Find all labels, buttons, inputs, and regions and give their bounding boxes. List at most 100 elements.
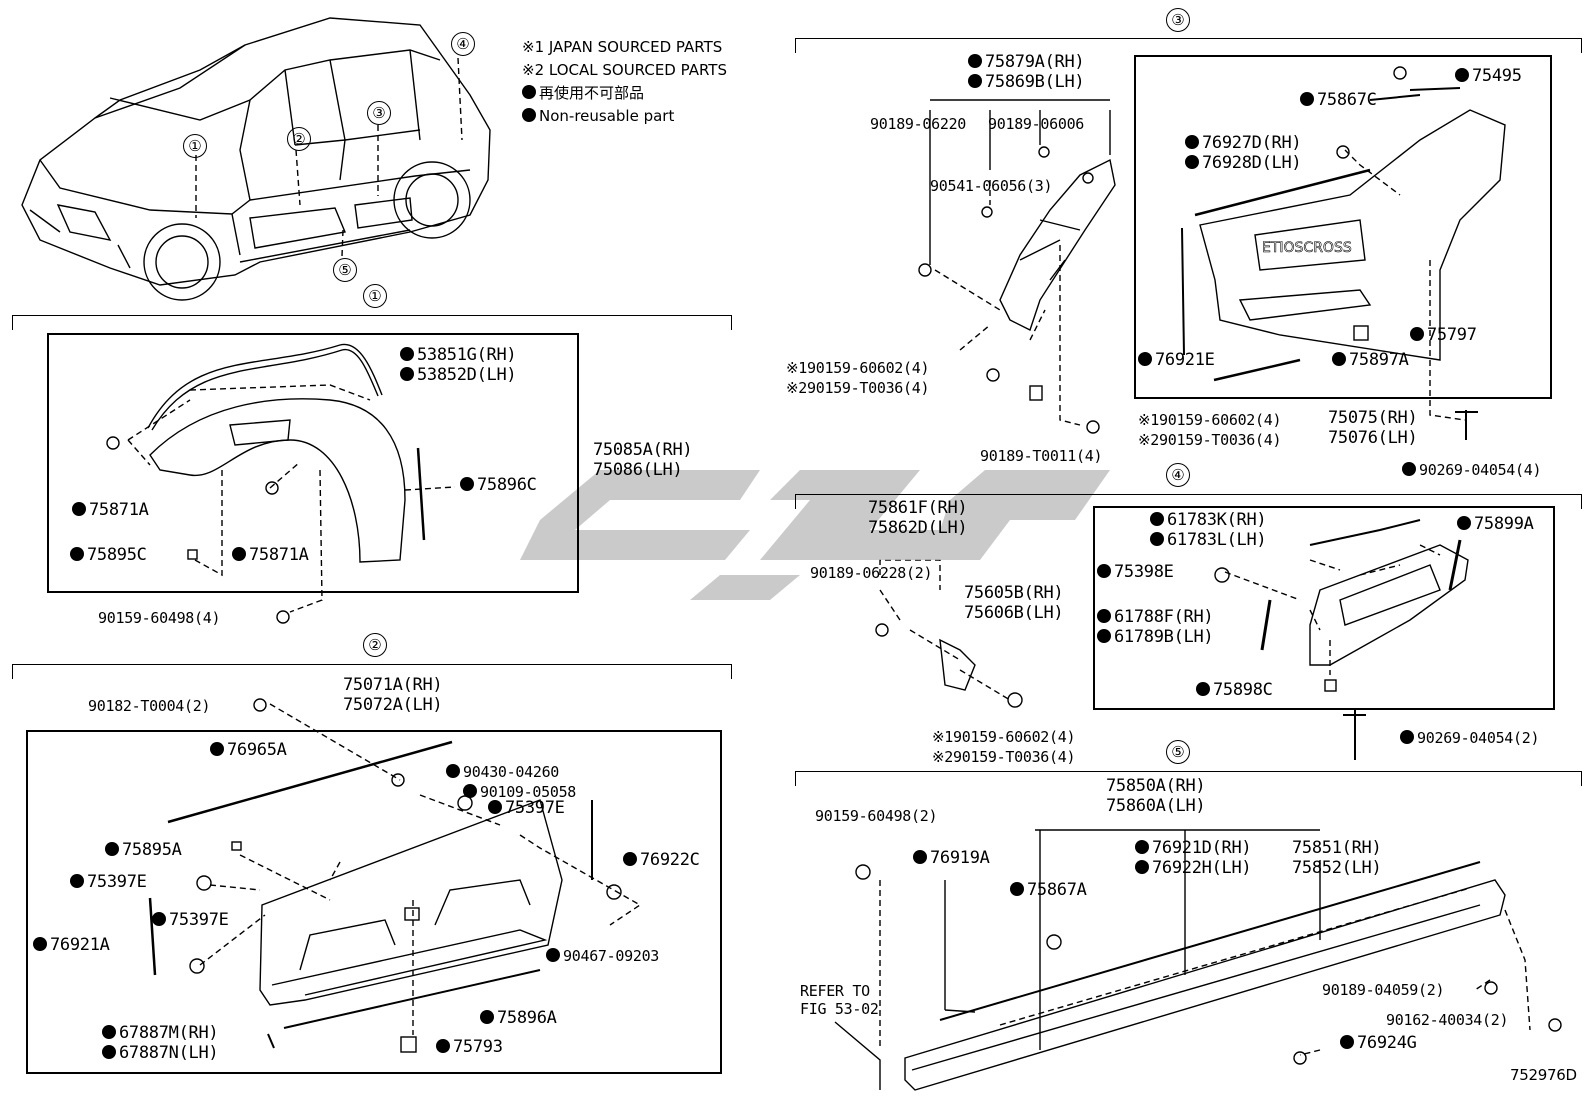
part-76922C[interactable]: 76922C [623,850,700,870]
car-callout-4[interactable]: ④ [451,32,475,56]
part-75867C[interactable]: 75867C [1300,90,1377,110]
car-callout-2[interactable]: ② [287,127,311,151]
part-75397E[interactable]: 75397E [488,798,565,818]
part-53852D[interactable]: 53852D(LH) [400,365,517,385]
part-75605B[interactable]: 75605B(RH) [964,583,1064,603]
figure-id: 752976D [1510,1066,1577,1084]
part-75076[interactable]: 75076(LH) [1328,428,1418,448]
section1-bracket [12,315,732,330]
part-75072A[interactable]: 75072A(LH) [343,695,443,715]
part-75086[interactable]: 75086(LH) [593,460,683,480]
section2-box [26,730,722,1074]
refer-line1: REFER TO [800,982,870,1000]
part-75850A[interactable]: 75850A(RH) [1106,776,1206,796]
part-90189-04059[interactable]: 90189-04059(2) [1322,981,1445,999]
part-90159-60498[interactable]: 90159-60498(4) [98,609,221,627]
section-marker-4: ④ [1166,463,1190,487]
car-callout-1[interactable]: ① [183,134,207,158]
part-75793[interactable]: 75793 [436,1037,503,1057]
watermark-logo [520,470,1110,600]
part-75860A[interactable]: 75860A(LH) [1106,796,1206,816]
part-90467-09203[interactable]: 90467-09203 [546,946,659,966]
part-90189-06228[interactable]: 90189-06228(2) [810,564,933,582]
part-76919A[interactable]: 76919A [913,848,990,868]
part-90182-T0004[interactable]: 90182-T0004(2) [88,697,211,715]
part-76921E[interactable]: 76921E [1138,350,1215,370]
part-90109-05058[interactable]: 90109-05058 [463,782,576,802]
part-76921A[interactable]: 76921A [33,935,110,955]
part-75879A[interactable]: 75879A(RH) [968,52,1085,72]
section2-bracket [12,664,732,679]
refer-to-figure[interactable]: REFER TO FIG 53-02 [800,982,879,1018]
section4-artwork [875,519,1469,760]
part-75397E-2[interactable]: 75397E [70,872,147,892]
part-61783K[interactable]: 61783K(RH) [1150,510,1267,530]
part-75896C[interactable]: 75896C [460,475,537,495]
part-190159-60602-c[interactable]: ※190159-60602(4) [932,728,1076,746]
part-75606B[interactable]: 75606B(LH) [964,603,1064,623]
part-90269-04054[interactable]: 90269-04054(4) [1402,460,1542,480]
part-75895A[interactable]: 75895A [105,840,182,860]
part-75896A[interactable]: 75896A [480,1008,557,1028]
section-marker-5: ⑤ [1166,740,1190,764]
part-76965A[interactable]: 76965A [210,740,287,760]
part-76922H[interactable]: 76922H(LH) [1135,858,1252,878]
legend: ※1 JAPAN SOURCED PARTS ※2 LOCAL SOURCED … [522,36,727,128]
part-75852[interactable]: 75852(LH) [1292,858,1382,878]
section-marker-2: ② [363,633,387,657]
part-75895C[interactable]: 75895C [70,545,147,565]
part-75397E-3[interactable]: 75397E [152,910,229,930]
part-75871A[interactable]: 75871A [72,500,149,520]
part-75869B[interactable]: 75869B(LH) [968,72,1085,92]
refer-line2: FIG 53-02 [800,1000,879,1018]
part-90269-04054-2[interactable]: 90269-04054(2) [1400,728,1540,748]
part-75871A-2[interactable]: 75871A [232,545,309,565]
part-290159-T0036-b[interactable]: ※290159-T0036(4) [1138,431,1282,449]
part-75897A[interactable]: 75897A [1332,350,1409,370]
legend-note-japan: ※1 JAPAN SOURCED PARTS [522,38,723,56]
part-90189-T0011[interactable]: 90189-T0011(4) [980,447,1103,465]
section-marker-3: ③ [1166,8,1190,32]
part-190159-60602-a[interactable]: ※190159-60602(4) [786,359,930,377]
car-callout-3[interactable]: ③ [367,101,391,125]
part-75862D[interactable]: 75862D(LH) [868,518,968,538]
part-76924G[interactable]: 76924G [1340,1033,1417,1053]
part-75495[interactable]: 75495 [1455,66,1522,86]
part-67887M[interactable]: 67887M(RH) [102,1023,219,1043]
part-90189-06006[interactable]: 90189-06006 [988,115,1085,133]
part-90430-04260[interactable]: 90430-04260 [446,762,559,782]
part-75898C[interactable]: 75898C [1196,680,1273,700]
part-190159-60602-b[interactable]: ※190159-60602(4) [1138,411,1282,429]
section3-box [1134,55,1552,399]
part-53851G[interactable]: 53851G(RH) [400,345,517,365]
section1-artwork [106,343,456,624]
part-75861F[interactable]: 75861F(RH) [868,498,968,518]
part-75867A[interactable]: 75867A [1010,880,1087,900]
section4-bracket [795,494,1582,509]
car-callout-5[interactable]: ⑤ [333,258,357,282]
part-61788F[interactable]: 61788F(RH) [1097,607,1214,627]
part-76928D[interactable]: 76928D(LH) [1185,153,1302,173]
part-290159-T0036-c[interactable]: ※290159-T0036(4) [932,748,1076,766]
part-75851[interactable]: 75851(RH) [1292,838,1382,858]
part-75398E[interactable]: 75398E [1097,562,1174,582]
part-75085A[interactable]: 75085A(RH) [593,440,693,460]
legend-nonreusable-jp: 再使用不可部品 [522,82,727,105]
part-61789B[interactable]: 61789B(LH) [1097,627,1214,647]
part-90541-06056[interactable]: 90541-06056(3) [930,177,1053,195]
part-90189-06220[interactable]: 90189-06220 [870,115,967,133]
legend-nonreusable-en: Non-reusable part [522,105,727,128]
part-76921D[interactable]: 76921D(RH) [1135,838,1252,858]
part-75071A[interactable]: 75071A(RH) [343,675,443,695]
part-90159-60498-2[interactable]: 90159-60498(2) [815,807,938,825]
part-76927D[interactable]: 76927D(RH) [1185,133,1302,153]
part-290159-T0036-a[interactable]: ※290159-T0036(4) [786,379,930,397]
part-75075[interactable]: 75075(RH) [1328,408,1418,428]
part-67887N[interactable]: 67887N(LH) [102,1043,219,1063]
part-90162-40034[interactable]: 90162-40034(2) [1386,1011,1509,1029]
part-61783L[interactable]: 61783L(LH) [1150,530,1267,550]
svg-text:ETIOSCROSS: ETIOSCROSS [1262,240,1352,256]
part-75899A[interactable]: 75899A [1457,514,1534,534]
part-75797[interactable]: 75797 [1410,325,1477,345]
